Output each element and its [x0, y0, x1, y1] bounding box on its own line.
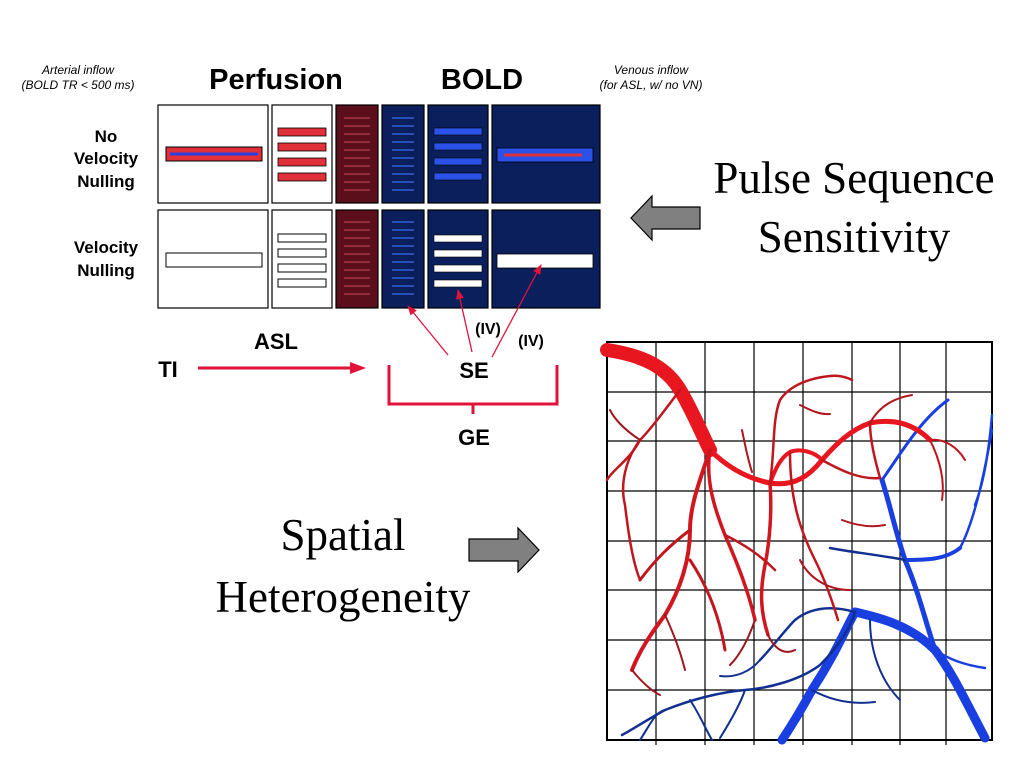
ti-arrow [198, 362, 366, 374]
se-pointer-arrows [407, 264, 542, 358]
venous-inflow-sublabel: (for ASL, w/ no VN) [600, 78, 703, 92]
veins [620, 398, 994, 745]
right-pointing-arrow [468, 526, 540, 574]
iv-label-left: (IV) [475, 321, 501, 338]
row-label-no-vn-3: Nulling [77, 172, 135, 191]
heterogeneity-title: Heterogeneity [216, 572, 471, 622]
spatial-title: Spatial [281, 510, 406, 560]
asl-label: ASL [254, 329, 298, 354]
ge-label: GE [458, 425, 490, 450]
sensitivity-title: Sensitivity [758, 212, 951, 262]
ge-bracket [387, 365, 559, 414]
matrix-row-vn [157, 209, 601, 309]
iv-label-right: (IV) [518, 333, 544, 350]
row-label-no-vn-1: No [95, 127, 118, 146]
row-label-vn-1: Velocity [74, 238, 139, 257]
arterial-inflow-label: Arterial inflow [41, 63, 115, 77]
matrix-row-no-vn [157, 104, 601, 204]
vascular-grid [600, 341, 994, 745]
row-label-no-vn-2: Velocity [74, 149, 139, 168]
arteries [600, 343, 966, 696]
row-label-vn-2: Nulling [77, 261, 135, 280]
venous-inflow-label: Venous inflow [614, 63, 690, 77]
ti-label: TI [158, 357, 178, 382]
arterial-inflow-sublabel: (BOLD TR < 500 ms) [21, 78, 134, 92]
left-pointing-arrow [630, 194, 701, 242]
bold-heading: BOLD [441, 64, 523, 96]
pulse-sequence-title: Pulse Sequence [713, 153, 994, 203]
perfusion-heading: Perfusion [209, 64, 343, 96]
se-label: SE [459, 358, 488, 383]
